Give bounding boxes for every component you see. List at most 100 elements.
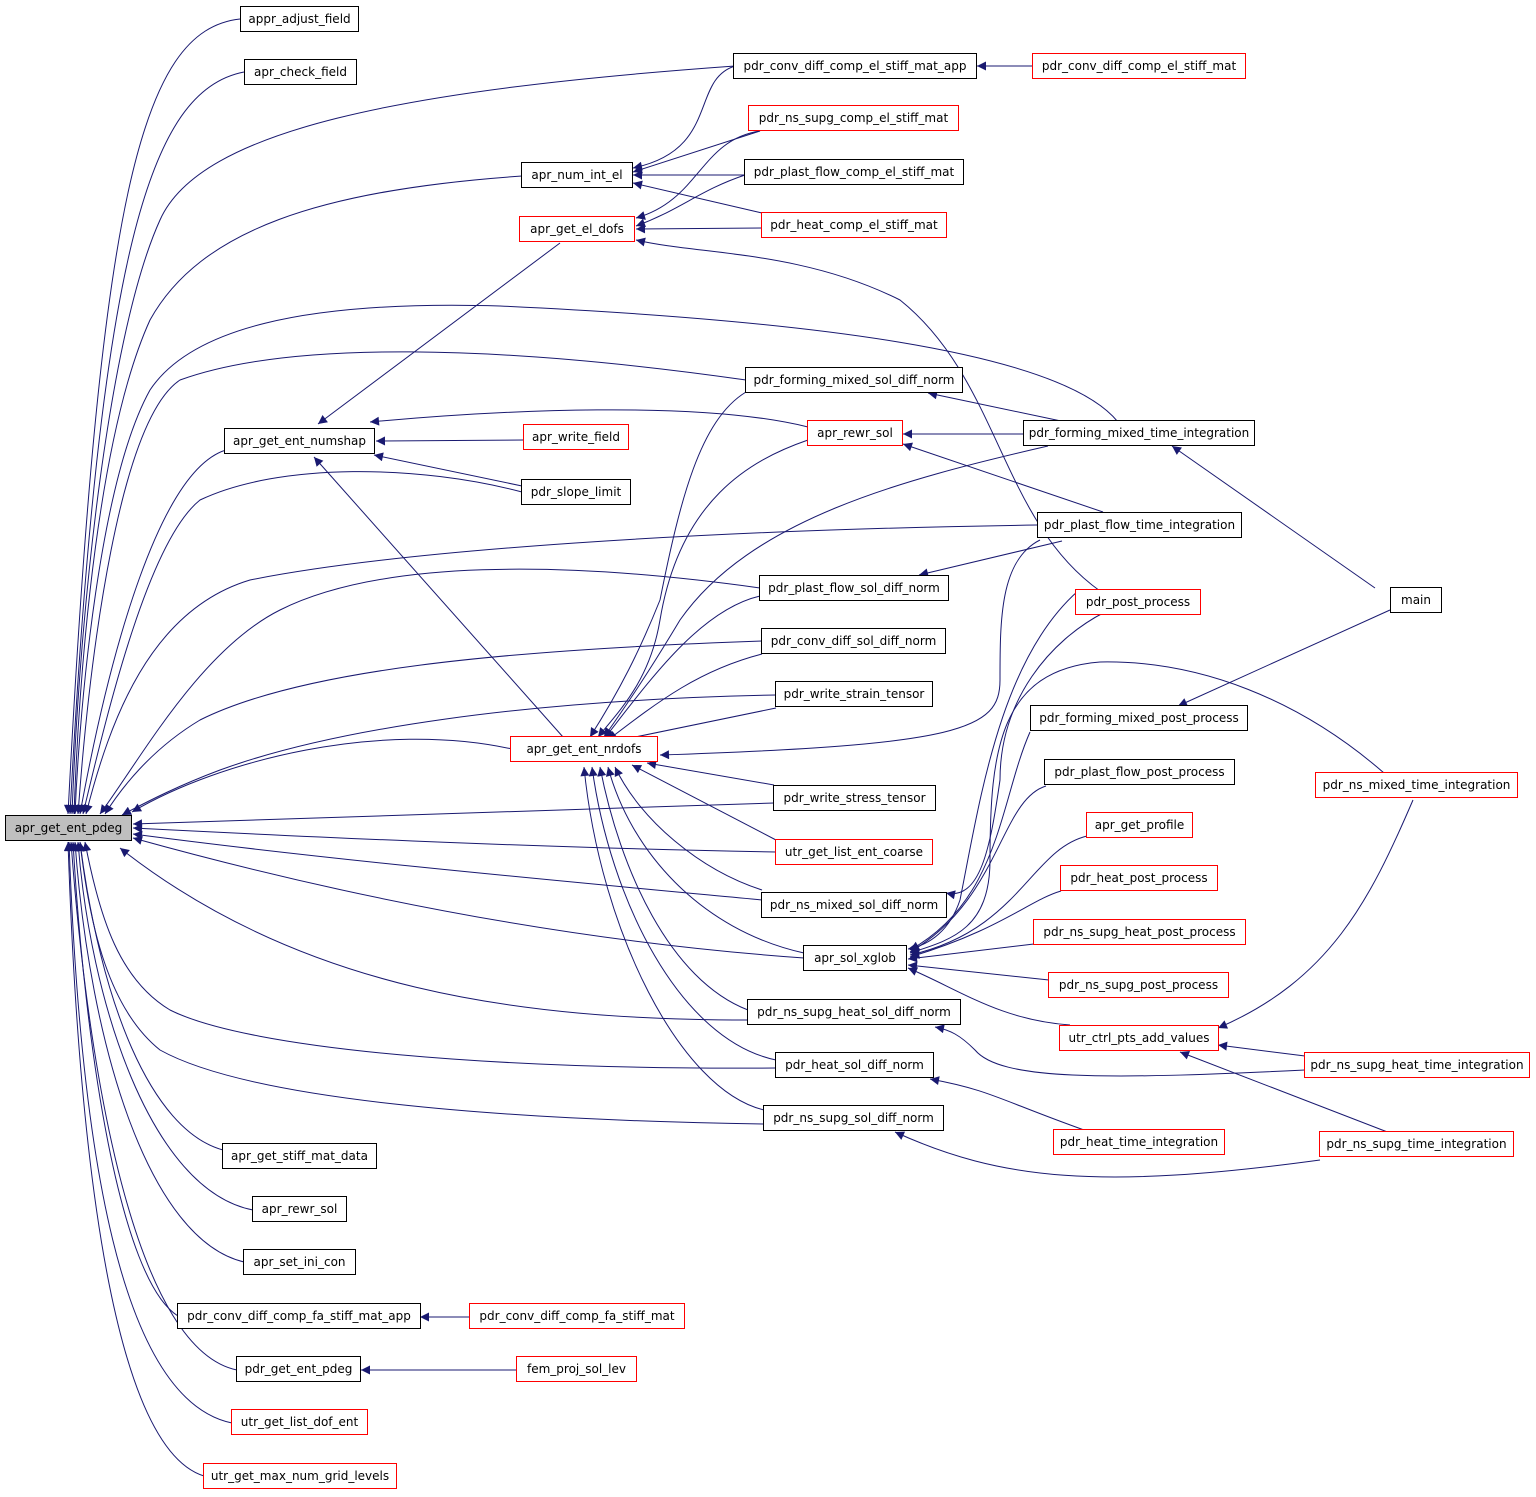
node-pdr-ns-supg-heat-sol-diff-norm[interactable]: pdr_ns_supg_heat_sol_diff_norm (747, 999, 961, 1025)
node-apr-get-ent-nrdofs[interactable]: apr_get_ent_nrdofs (510, 736, 658, 762)
edge (121, 694, 777, 816)
edge (76, 841, 224, 1151)
node-apr-rewr-sol[interactable]: apr_rewr_sol (252, 1196, 347, 1222)
node-apr-get-profile[interactable]: apr_get_profile (1086, 812, 1193, 838)
edge (67, 65, 736, 815)
edge (631, 764, 777, 841)
node-pdr-heat-post-process[interactable]: pdr_heat_post_process (1060, 865, 1218, 891)
edge (632, 130, 761, 174)
node-pdr-forming-mixed-sol-diff-norm[interactable]: pdr_forming_mixed_sol_diff_norm (745, 367, 963, 393)
edge (929, 1076, 1085, 1131)
node-apr-check-field[interactable]: apr_check_field (244, 59, 357, 85)
edge (63, 841, 205, 1477)
edge (580, 766, 765, 1111)
edge (83, 524, 1038, 815)
edge (69, 175, 523, 815)
node-apr-get-ent-pdeg[interactable]: apr_get_ent_pdeg (5, 815, 132, 841)
node-pdr-plast-flow-comp-el-stiff-mat[interactable]: pdr_plast_flow_comp_el_stiff_mat (744, 159, 964, 185)
node-apr-get-stiff-mat-data[interactable]: apr_get_stiff_mat_data (222, 1143, 377, 1169)
node-pdr-get-ent-pdeg[interactable]: pdr_get_ent_pdeg (236, 1356, 361, 1382)
edge (603, 445, 1049, 738)
node-pdr-plast-flow-time-integration[interactable]: pdr_plast_flow_time_integration (1037, 512, 1242, 538)
edge (373, 452, 523, 487)
edge (907, 961, 1050, 981)
node-pdr-ns-supg-heat-time-integration[interactable]: pdr_ns_supg_heat_time_integration (1304, 1052, 1530, 1078)
edge (1217, 1041, 1306, 1057)
edge (597, 439, 809, 738)
edge (132, 836, 805, 959)
edge (646, 760, 775, 786)
node-utr-ctrl-pts-add-values[interactable]: utr_ctrl_pts_add_values (1059, 1025, 1219, 1051)
node-fem-proj-sol-lev[interactable]: fem_proj_sol_lev (516, 1356, 637, 1382)
edge (132, 823, 777, 853)
edge (375, 436, 525, 446)
node-pdr-heat-time-integration[interactable]: pdr_heat_time_integration (1053, 1129, 1225, 1155)
node-pdr-heat-sol-diff-norm[interactable]: pdr_heat_sol_diff_norm (775, 1052, 934, 1078)
edge (909, 890, 1062, 959)
node-pdr-ns-supg-comp-el-stiff-mat[interactable]: pdr_ns_supg_comp_el_stiff_mat (748, 105, 959, 131)
node-main[interactable]: main (1390, 587, 1442, 613)
edge (635, 237, 1101, 592)
node-pdr-plast-flow-post-process[interactable]: pdr_plast_flow_post_process (1044, 759, 1235, 785)
node-pdr-forming-mixed-time-integration[interactable]: pdr_forming_mixed_time_integration (1023, 420, 1255, 446)
edge (907, 590, 1079, 952)
node-pdr-conv-diff-comp-el-stiff-mat-app[interactable]: pdr_conv_diff_comp_el_stiff_mat_app (733, 53, 977, 79)
node-apr-rewr-sol-red[interactable]: apr_rewr_sol (807, 420, 903, 446)
edge (635, 224, 763, 234)
edge (104, 640, 763, 815)
node-pdr-heat-comp-el-stiff-mat[interactable]: pdr_heat_comp_el_stiff_mat (761, 212, 947, 238)
node-apr-get-ent-numshap[interactable]: apr_get_ent_numshap (224, 428, 375, 454)
node-pdr-ns-supg-time-integration[interactable]: pdr_ns_supg_time_integration (1319, 1131, 1514, 1157)
edge (894, 1131, 1321, 1178)
edge (918, 540, 1063, 578)
node-pdr-ns-supg-sol-diff-norm[interactable]: pdr_ns_supg_sol_diff_norm (763, 1105, 944, 1131)
edge (313, 456, 564, 738)
node-pdr-ns-mixed-time-integration[interactable]: pdr_ns_mixed_time_integration (1315, 772, 1518, 798)
edge (1179, 1051, 1391, 1134)
edge (945, 611, 1106, 900)
edge (77, 449, 227, 815)
edge (132, 830, 763, 901)
node-utr-get-max-num-grid-levels[interactable]: utr_get_max_num_grid_levels (203, 1463, 397, 1489)
node-pdr-conv-diff-comp-el-stiff-mat[interactable]: pdr_conv_diff_comp_el_stiff_mat (1032, 53, 1246, 79)
node-apr-write-field[interactable]: apr_write_field (523, 424, 629, 450)
node-pdr-conv-diff-comp-fa-stiff-mat-app[interactable]: pdr_conv_diff_comp_fa_stiff_mat_app (177, 1303, 421, 1329)
edge (70, 304, 1119, 815)
node-appr-adjust-field[interactable]: appr_adjust_field (240, 6, 359, 32)
edge (74, 841, 254, 1211)
edge (902, 442, 1104, 513)
node-apr-sol-xglob[interactable]: apr_sol_xglob (803, 945, 907, 971)
edge (1177, 609, 1391, 707)
node-pdr-conv-diff-sol-diff-norm[interactable]: pdr_conv_diff_sol_diff_norm (761, 628, 946, 654)
edge (65, 71, 245, 815)
node-pdr-ns-supg-post-process[interactable]: pdr_ns_supg_post_process (1048, 972, 1229, 998)
node-utr-get-list-dof-ent[interactable]: utr_get_list_dof_ent (231, 1409, 368, 1435)
node-pdr-ns-supg-heat-post-process[interactable]: pdr_ns_supg_heat_post_process (1033, 919, 1246, 945)
node-apr-set-ini-con[interactable]: apr_set_ini_con (243, 1249, 356, 1275)
node-pdr-ns-mixed-sol-diff-norm[interactable]: pdr_ns_mixed_sol_diff_norm (761, 892, 947, 918)
edge (588, 766, 777, 1061)
edge (907, 943, 1035, 963)
node-apr-num-int-el[interactable]: apr_num_int_el (521, 162, 633, 188)
node-pdr-conv-diff-comp-fa-stiff-mat[interactable]: pdr_conv_diff_comp_fa_stiff_mat (469, 1303, 685, 1329)
edge (131, 738, 513, 813)
edge (597, 766, 749, 1011)
edge (632, 180, 763, 214)
edge (99, 568, 761, 815)
node-pdr-forming-mixed-post-process[interactable]: pdr_forming_mixed_post_process (1030, 705, 1248, 731)
edge (607, 653, 763, 741)
node-pdr-plast-flow-sol-diff-norm[interactable]: pdr_plast_flow_sol_diff_norm (759, 575, 949, 601)
edge (67, 841, 238, 1371)
node-pdr-post-process[interactable]: pdr_post_process (1075, 589, 1201, 615)
node-utr-get-list-ent-coarse[interactable]: utr_get_list_ent_coarse (775, 839, 933, 865)
edge (119, 847, 749, 1021)
node-pdr-write-stress-tensor[interactable]: pdr_write_stress_tensor (773, 785, 936, 811)
edge (63, 18, 241, 815)
node-pdr-slope-limit[interactable]: pdr_slope_limit (521, 479, 631, 505)
node-apr-get-el-dofs[interactable]: apr_get_el_dofs (519, 216, 635, 242)
edge (632, 65, 736, 171)
edge (614, 766, 763, 891)
node-pdr-write-strain-tensor[interactable]: pdr_write_strain_tensor (775, 681, 933, 707)
edge (909, 661, 1385, 955)
